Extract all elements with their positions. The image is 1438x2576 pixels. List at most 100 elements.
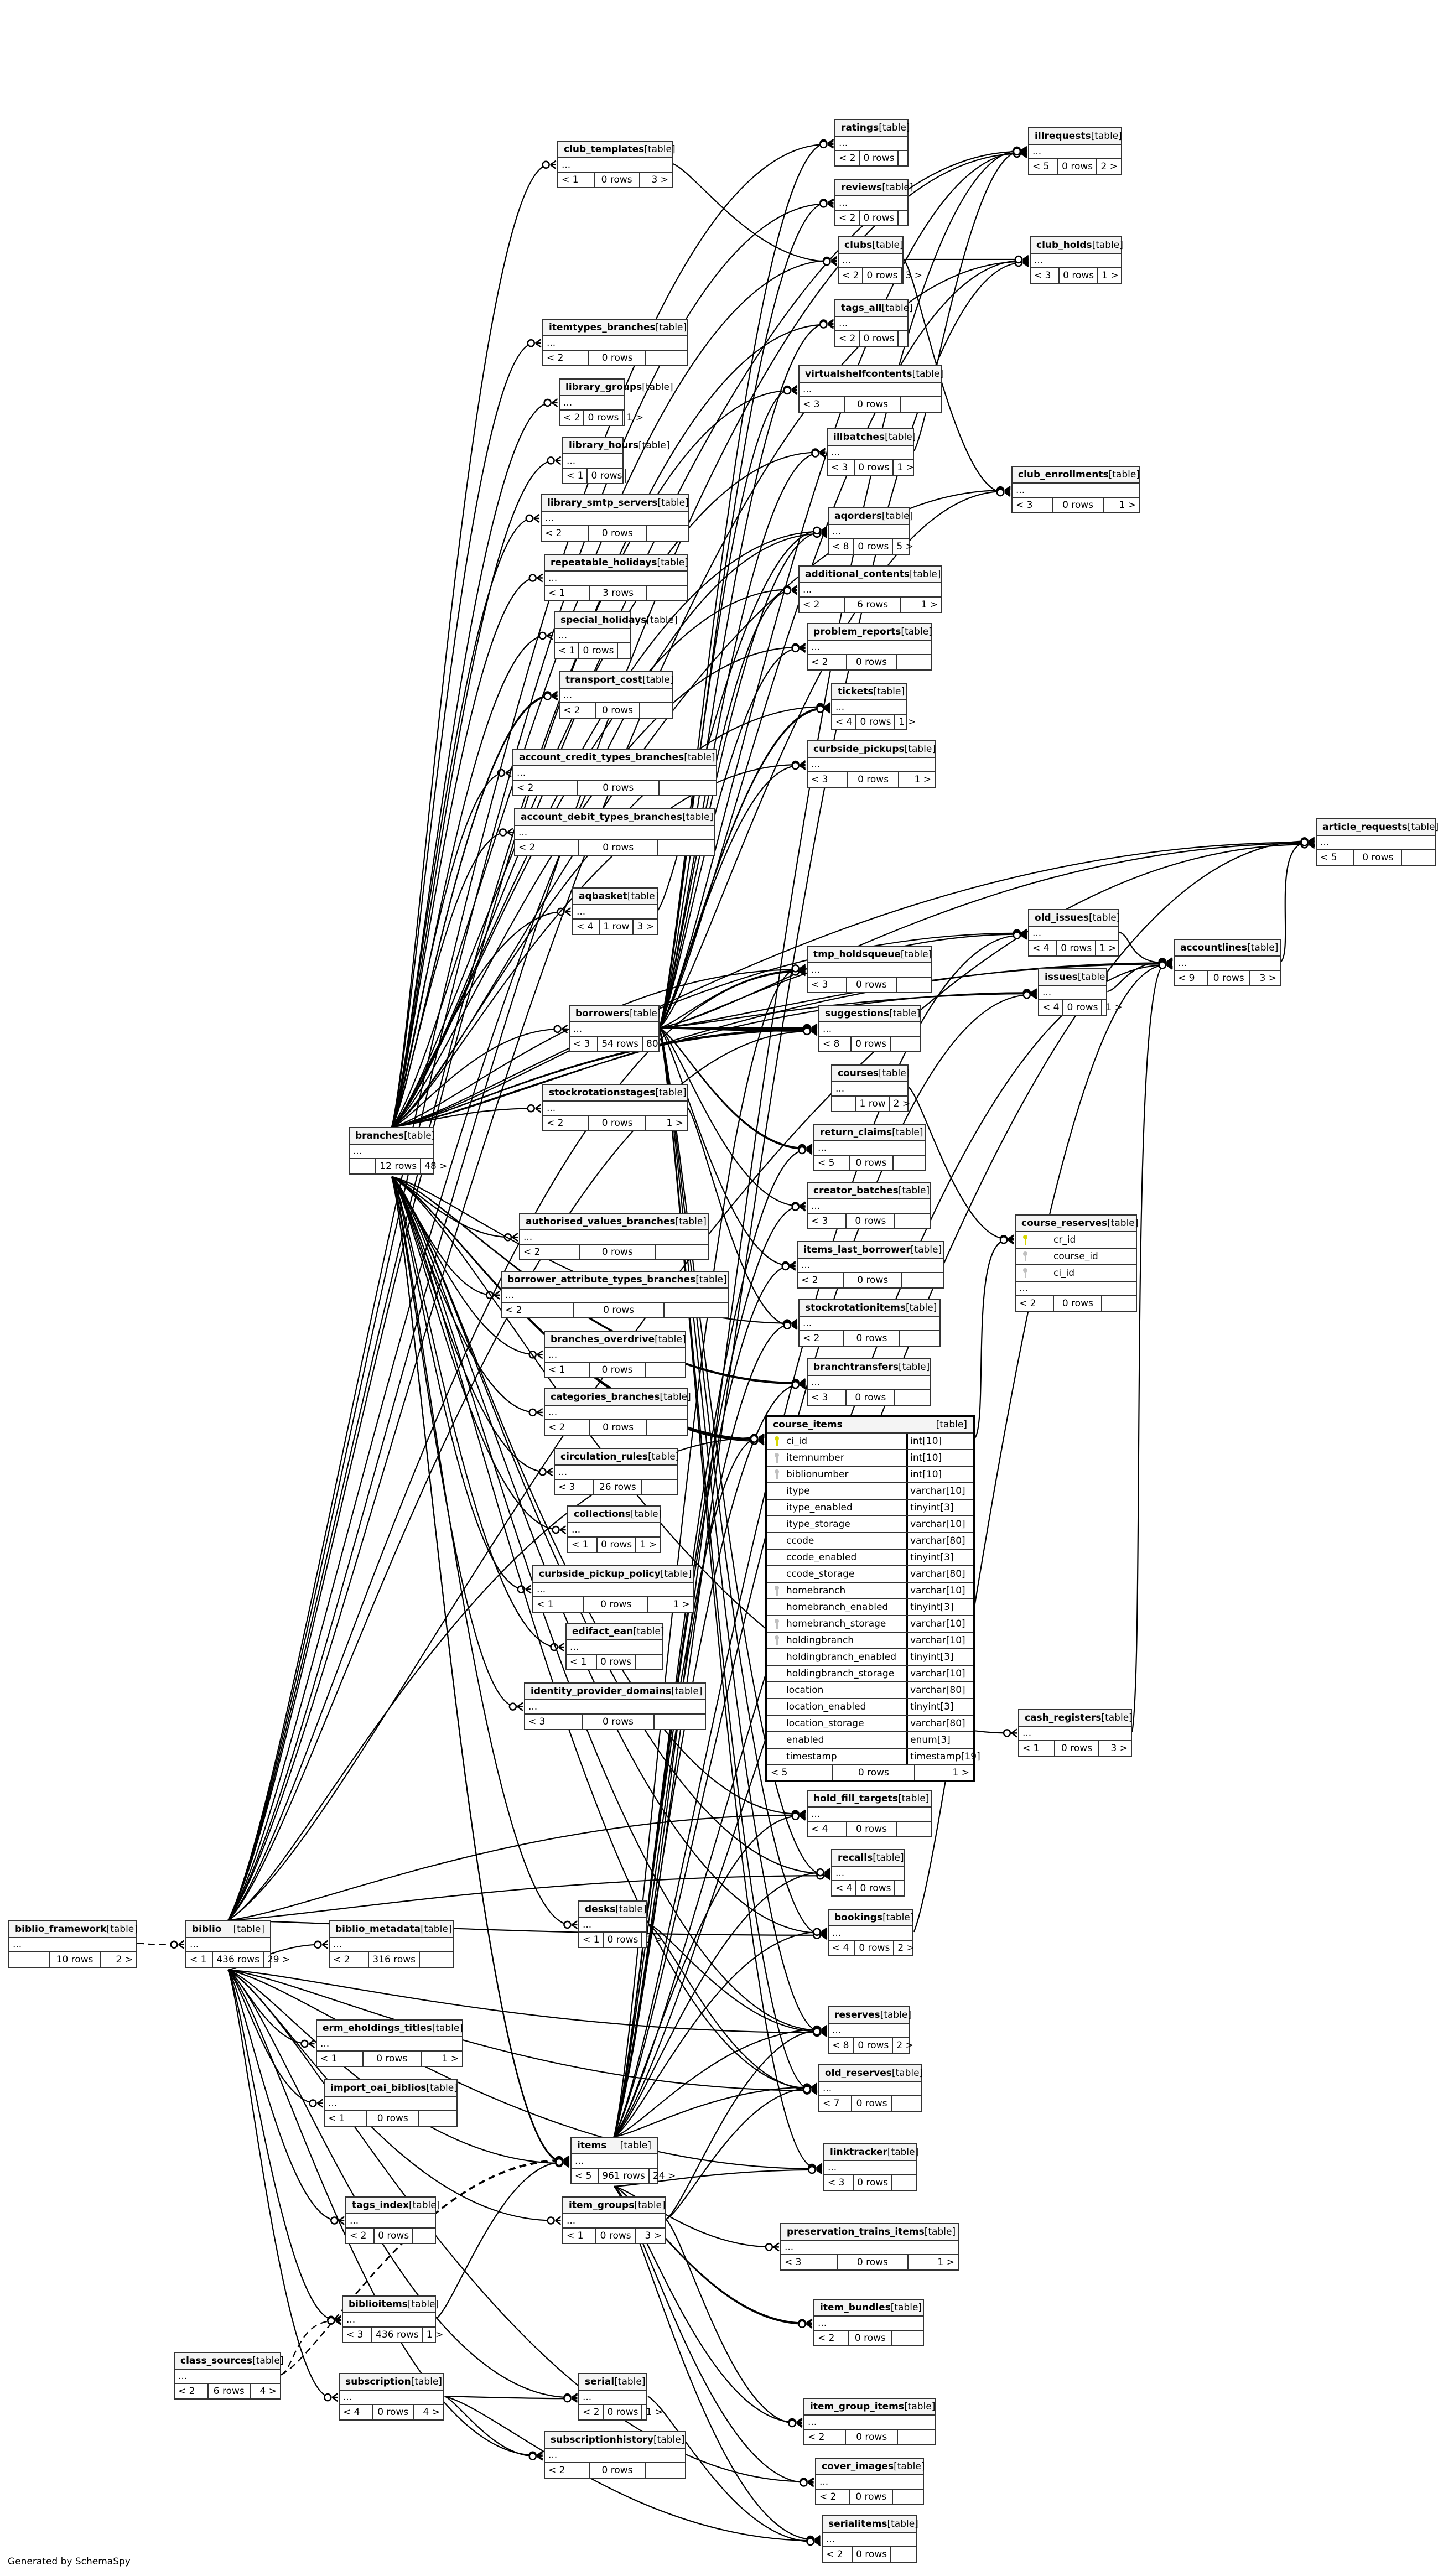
children-count[interactable]: 80 > xyxy=(646,1038,669,1050)
parents-count[interactable]: < 4 xyxy=(573,920,600,934)
children-count[interactable]: 1 > xyxy=(921,599,938,610)
children-count[interactable] xyxy=(902,1273,943,1287)
parents-count[interactable]: < 2 xyxy=(560,703,596,718)
more-columns-row[interactable]: ... xyxy=(175,2370,280,2384)
table-name[interactable]: aqbasket xyxy=(579,890,627,902)
more-columns-row[interactable]: ... xyxy=(573,905,657,920)
parents-count[interactable]: < 4 xyxy=(829,1941,856,1955)
children-count[interactable]: 4 > xyxy=(423,2406,440,2418)
more-columns-row[interactable]: ... xyxy=(800,1317,939,1331)
table-name[interactable]: club_templates xyxy=(564,143,645,155)
children-count[interactable]: 1 > xyxy=(666,1117,683,1129)
children-count[interactable]: 1 > xyxy=(952,1767,969,1778)
more-columns-row[interactable]: ... xyxy=(343,2313,435,2328)
children-count[interactable] xyxy=(419,2111,456,2126)
children-count[interactable]: 1 > xyxy=(1102,269,1119,281)
table-name[interactable]: account_debit_types_branches xyxy=(521,811,682,823)
more-columns-row[interactable]: ... xyxy=(533,1583,693,1597)
table-account-debit-types-branches[interactable]: account_debit_types_branches[table]...< … xyxy=(514,808,715,856)
more-columns-row[interactable]: ... xyxy=(555,1466,677,1480)
parents-count[interactable]: < 4 xyxy=(1039,1000,1064,1015)
parents-count[interactable]: < 3 xyxy=(808,978,848,992)
parents-count[interactable]: < 2 xyxy=(1016,1296,1055,1311)
children-count[interactable] xyxy=(895,1214,930,1228)
more-columns-row[interactable]: ... xyxy=(567,1640,662,1655)
more-columns-row[interactable]: ... xyxy=(808,641,931,655)
children-count[interactable] xyxy=(420,1952,453,1967)
more-columns-row[interactable]: ... xyxy=(555,629,630,643)
children-count[interactable] xyxy=(647,1420,687,1435)
parents-count[interactable]: < 4 xyxy=(832,715,857,729)
children-count[interactable] xyxy=(900,1331,939,1346)
children-count[interactable]: 2 > xyxy=(893,1098,911,1109)
children-count[interactable]: 1 > xyxy=(626,412,643,423)
more-columns-row[interactable]: ... xyxy=(814,2317,923,2331)
parents-count[interactable]: < 2 xyxy=(330,1952,370,1967)
more-columns-row[interactable]: ... xyxy=(832,700,906,715)
more-columns-row[interactable]: ... xyxy=(558,158,672,173)
table-name[interactable]: clubs xyxy=(844,239,873,251)
parents-count[interactable]: < 1 xyxy=(545,586,590,600)
table-name[interactable]: aqorders xyxy=(834,510,882,522)
more-columns-row[interactable]: ... xyxy=(835,317,907,331)
table-name[interactable]: cash_registers xyxy=(1025,1712,1102,1723)
children-count[interactable] xyxy=(636,1655,662,1669)
more-columns-row[interactable]: ... xyxy=(563,2214,665,2229)
more-columns-row[interactable]: ... xyxy=(520,1230,708,1245)
children-count[interactable]: 3 > xyxy=(645,2230,662,2241)
table-name[interactable]: class_sources xyxy=(180,2355,253,2366)
more-columns-row[interactable]: ... xyxy=(823,2533,916,2547)
table-name[interactable]: circulation_rules xyxy=(560,1451,648,1462)
parents-count[interactable]: < 2 xyxy=(798,1273,844,1287)
children-count[interactable]: 2 > xyxy=(116,1954,133,1965)
more-columns-row[interactable]: ... xyxy=(525,1700,705,1715)
table-name[interactable]: cover_images xyxy=(822,2460,894,2472)
column-row[interactable]: ci_id xyxy=(1016,1265,1136,1282)
parents-count[interactable]: < 2 xyxy=(816,2490,850,2504)
children-count[interactable] xyxy=(642,1480,677,1494)
table-name[interactable]: items_last_borrower xyxy=(803,1244,911,1255)
table-name[interactable]: serialitems xyxy=(828,2518,887,2530)
children-count[interactable] xyxy=(647,586,687,600)
more-columns-row[interactable]: ... xyxy=(1029,927,1118,941)
table-name[interactable]: tags_all xyxy=(841,302,882,314)
table-name[interactable]: bookings xyxy=(834,1912,883,1923)
children-count[interactable] xyxy=(646,351,687,365)
parents-count[interactable]: < 2 xyxy=(560,411,585,425)
parents-count[interactable]: < 8 xyxy=(819,1037,852,1051)
table-name[interactable]: account_credit_types_branches xyxy=(519,751,684,763)
children-count[interactable]: 2 > xyxy=(896,2039,913,2051)
table-name[interactable]: hold_fill_targets xyxy=(813,1793,898,1804)
more-columns-row[interactable]: ... xyxy=(542,512,688,526)
more-columns-row[interactable]: ... xyxy=(545,1406,687,1420)
parents-count[interactable]: < 3 xyxy=(570,1037,599,1051)
more-columns-row[interactable]: ... xyxy=(824,2161,916,2175)
table-name[interactable]: library_groups xyxy=(565,381,642,393)
parents-count[interactable]: < 1 xyxy=(317,2052,364,2066)
parents-count[interactable]: < 2 xyxy=(814,2331,849,2345)
